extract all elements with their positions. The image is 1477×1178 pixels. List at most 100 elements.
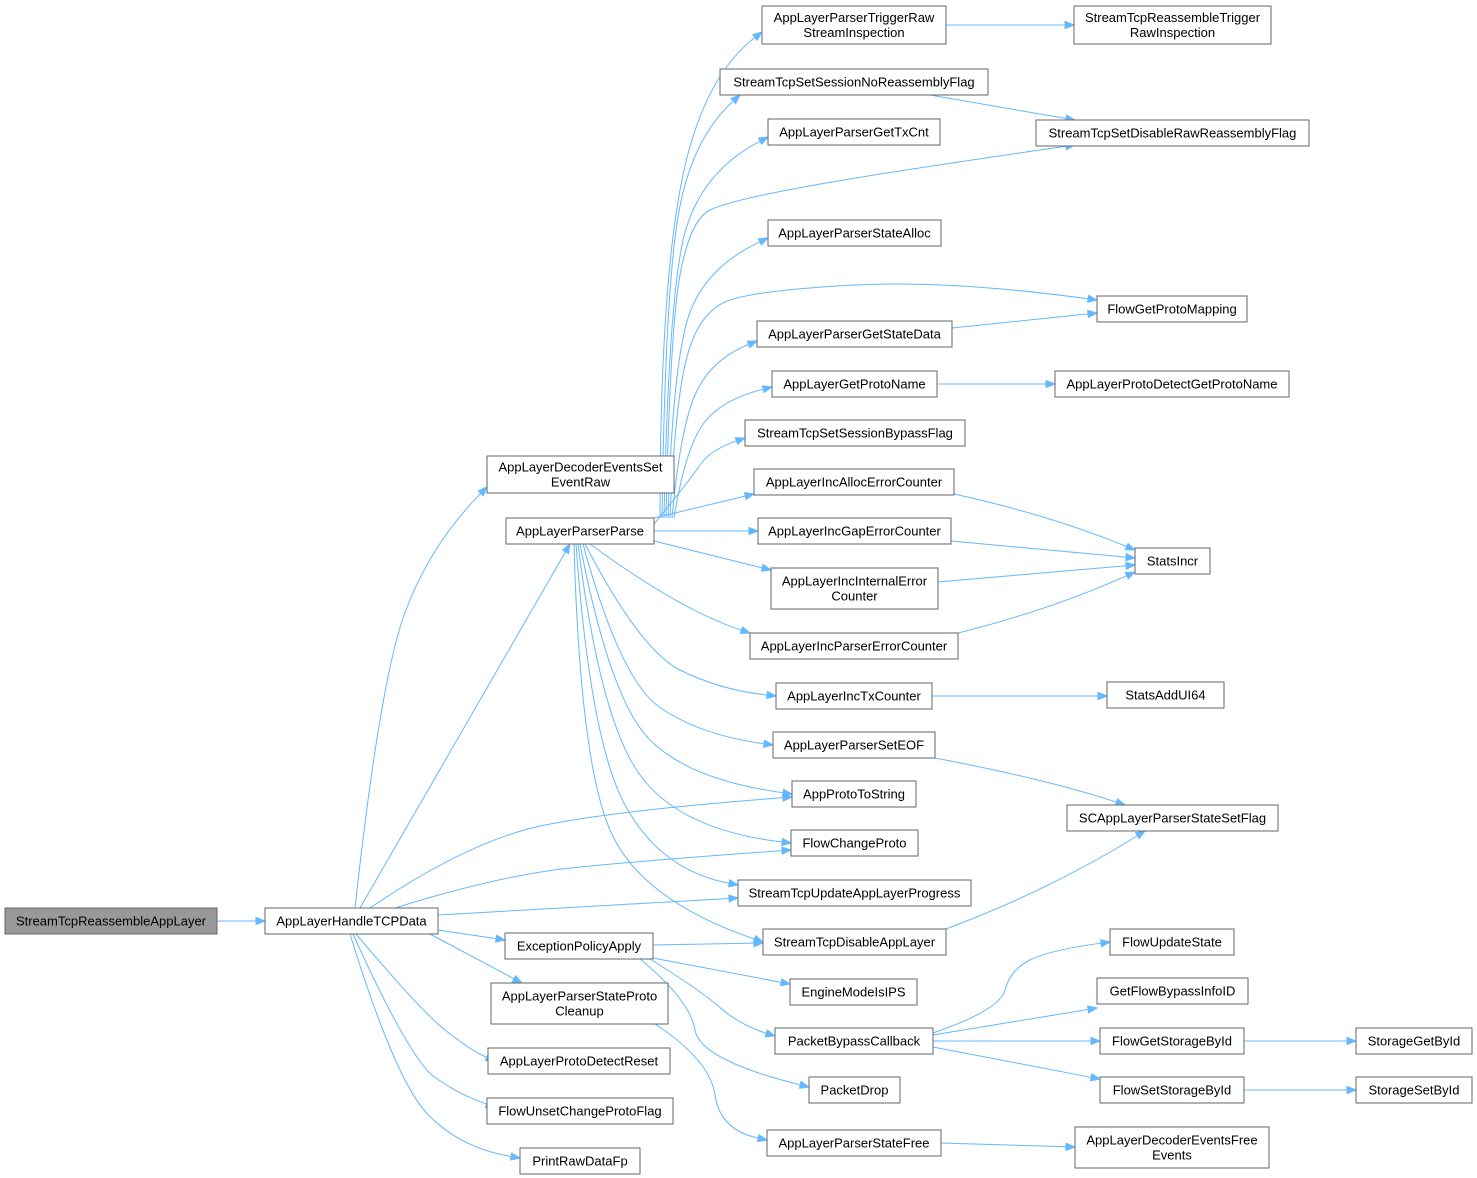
- edge-txCounter-to-statsAdd: [932, 691, 1109, 701]
- edge-handle-to-changeProto: [394, 846, 793, 909]
- edge-getStateData-to-protoMapping: [951, 309, 1099, 329]
- node-printRaw[interactable]: PrintRawDataFp: [519, 1147, 641, 1175]
- node-allocErr[interactable]: AppLayerIncAllocErrorCounter: [753, 468, 955, 496]
- node-label: SCAppLayerParserStateSetFlag: [1079, 811, 1266, 826]
- node-unsetFlag[interactable]: FlowUnsetChangeProtoFlag: [486, 1097, 674, 1125]
- node-disableApp[interactable]: StreamTcpDisableAppLayer: [762, 928, 947, 956]
- edge-exception-to-disableApp: [652, 938, 765, 948]
- node-bypassInfo[interactable]: GetFlowBypassInfoID: [1096, 977, 1249, 1005]
- node-label: StreamInspection: [803, 25, 904, 40]
- node-label: AppLayerParserSetEOF: [784, 738, 924, 753]
- node-gapErr[interactable]: AppLayerIncGapErrorCounter: [757, 517, 952, 545]
- node-bypassFlag[interactable]: StreamTcpSetSessionBypassFlag: [744, 419, 966, 447]
- node-getStateData[interactable]: AppLayerParserGetStateData: [756, 320, 953, 348]
- node-label: AppLayerProtoDetectReset: [500, 1054, 659, 1069]
- node-statsIncr[interactable]: StatsIncr: [1134, 547, 1211, 575]
- edge-parse-to-protoMapping: [669, 283, 1099, 519]
- edge-noReassembly-to-disableRaw: [929, 94, 1077, 123]
- edge-parse-to-protoToString: [579, 543, 794, 797]
- node-parserErr[interactable]: AppLayerIncParserErrorCounter: [749, 632, 959, 660]
- node-detectProtoName[interactable]: AppLayerProtoDetectGetProtoName: [1054, 370, 1290, 398]
- node-setEOF[interactable]: AppLayerParserSetEOF: [772, 731, 936, 759]
- node-label: AppLayerParserTriggerRaw: [774, 10, 935, 25]
- node-label: AppLayerIncAllocErrorCounter: [766, 475, 943, 490]
- node-label: AppLayerParserParse: [516, 524, 644, 539]
- node-label: PacketBypassCallback: [788, 1034, 921, 1049]
- edge-gapErr-to-statsIncr: [950, 540, 1137, 562]
- node-handle[interactable]: AppLayerHandleTCPData: [264, 907, 439, 935]
- node-setFlag[interactable]: SCAppLayerParserStateSetFlag: [1066, 804, 1279, 832]
- node-protoToString[interactable]: AppProtoToString: [791, 780, 917, 808]
- node-label: FlowUnsetChangeProtoFlag: [498, 1104, 661, 1119]
- node-protoReset[interactable]: AppLayerProtoDetectReset: [487, 1047, 671, 1075]
- edge-parse-to-setEOF: [582, 543, 775, 748]
- edge-bypassCb-to-updateState: [932, 939, 1112, 1034]
- node-txCounter[interactable]: AppLayerIncTxCounter: [775, 682, 933, 710]
- edge-handle-to-parse: [359, 542, 571, 909]
- node-protoMapping[interactable]: FlowGetProtoMapping: [1096, 295, 1248, 323]
- node-label: StorageGetById: [1368, 1034, 1461, 1049]
- node-updateProgress[interactable]: StreamTcpUpdateAppLayerProgress: [737, 879, 972, 907]
- node-label: AppLayerHandleTCPData: [276, 914, 427, 929]
- node-label: ExceptionPolicyApply: [517, 939, 642, 954]
- node-packetDrop[interactable]: PacketDrop: [808, 1076, 901, 1104]
- node-label: EventRaw: [551, 475, 611, 490]
- node-updateState[interactable]: FlowUpdateState: [1109, 928, 1235, 956]
- node-label: EngineModeIsIPS: [801, 985, 905, 1000]
- node-getStorage[interactable]: FlowGetStorageById: [1099, 1027, 1245, 1055]
- edge-getProtoName-to-detectProtoName: [937, 379, 1057, 389]
- edge-parse-to-parserErr: [589, 543, 752, 635]
- edge-disableApp-to-setFlag: [945, 830, 1147, 930]
- node-noReassembly[interactable]: StreamTcpSetSessionNoReassemblyFlag: [719, 68, 989, 96]
- node-label: AppLayerIncParserErrorCounter: [761, 639, 948, 654]
- node-label: StatsAddUI64: [1125, 688, 1205, 703]
- node-label: StreamTcpReassembleTrigger: [1085, 10, 1261, 25]
- node-storageSet[interactable]: StorageSetById: [1355, 1076, 1473, 1104]
- node-label: AppLayerParserGetStateData: [768, 327, 941, 342]
- edge-parse-to-updateProgress: [575, 543, 740, 888]
- node-label: RawInspection: [1130, 25, 1215, 40]
- edge-parse-to-getProtoName: [673, 385, 774, 519]
- node-label: StreamTcpSetSessionBypassFlag: [757, 426, 953, 441]
- node-label: FlowSetStorageById: [1113, 1083, 1232, 1098]
- node-label: StreamTcpSetSessionNoReassemblyFlag: [733, 75, 974, 90]
- node-stateAlloc[interactable]: AppLayerParserStateAlloc: [767, 219, 942, 247]
- node-label: FlowGetStorageById: [1112, 1034, 1232, 1049]
- call-edges: [212, 20, 1358, 1161]
- node-label: AppProtoToString: [803, 787, 905, 802]
- edge-parse-to-internalErr: [653, 540, 773, 572]
- edge-stateCleanup-to-stateFree: [654, 1023, 769, 1143]
- edge-parse-to-triggerRaw: [659, 31, 764, 519]
- node-label: Events: [1152, 1148, 1192, 1163]
- edge-handle-to-updateProgress: [437, 894, 740, 916]
- node-getTxCnt[interactable]: AppLayerParserGetTxCnt: [767, 118, 941, 146]
- node-label: AppLayerIncGapErrorCounter: [768, 524, 941, 539]
- node-parse[interactable]: AppLayerParserParse: [505, 517, 655, 545]
- node-root[interactable]: StreamTcpReassembleAppLayer: [4, 907, 218, 935]
- node-statsAdd[interactable]: StatsAddUI64: [1106, 681, 1225, 709]
- node-getProtoName[interactable]: AppLayerGetProtoName: [771, 370, 938, 398]
- node-disableRaw[interactable]: StreamTcpSetDisableRawReassemblyFlag: [1035, 119, 1310, 147]
- node-storageGet[interactable]: StorageGetById: [1355, 1027, 1473, 1055]
- node-stateFree[interactable]: AppLayerParserStateFree: [766, 1129, 942, 1157]
- edge-parse-to-getTxCnt: [663, 136, 770, 519]
- node-bypassCb[interactable]: PacketBypassCallback: [774, 1027, 934, 1055]
- node-label: AppLayerDecoderEventsFree: [1086, 1133, 1257, 1148]
- node-setStorage[interactable]: FlowSetStorageById: [1099, 1076, 1245, 1104]
- node-engineIPS[interactable]: EngineModeIsIPS: [789, 978, 918, 1006]
- edge-parse-to-allocErr: [653, 492, 756, 519]
- edge-parse-to-bypassFlag: [653, 437, 747, 525]
- edge-parse-to-stateAlloc: [667, 237, 770, 519]
- edge-parserErr-to-statsIncr: [957, 571, 1137, 634]
- node-label: FlowGetProtoMapping: [1107, 302, 1236, 317]
- node-exception[interactable]: ExceptionPolicyApply: [504, 932, 654, 960]
- edge-handle-to-stateCleanup: [429, 933, 524, 984]
- node-changeProto[interactable]: FlowChangeProto: [790, 829, 919, 857]
